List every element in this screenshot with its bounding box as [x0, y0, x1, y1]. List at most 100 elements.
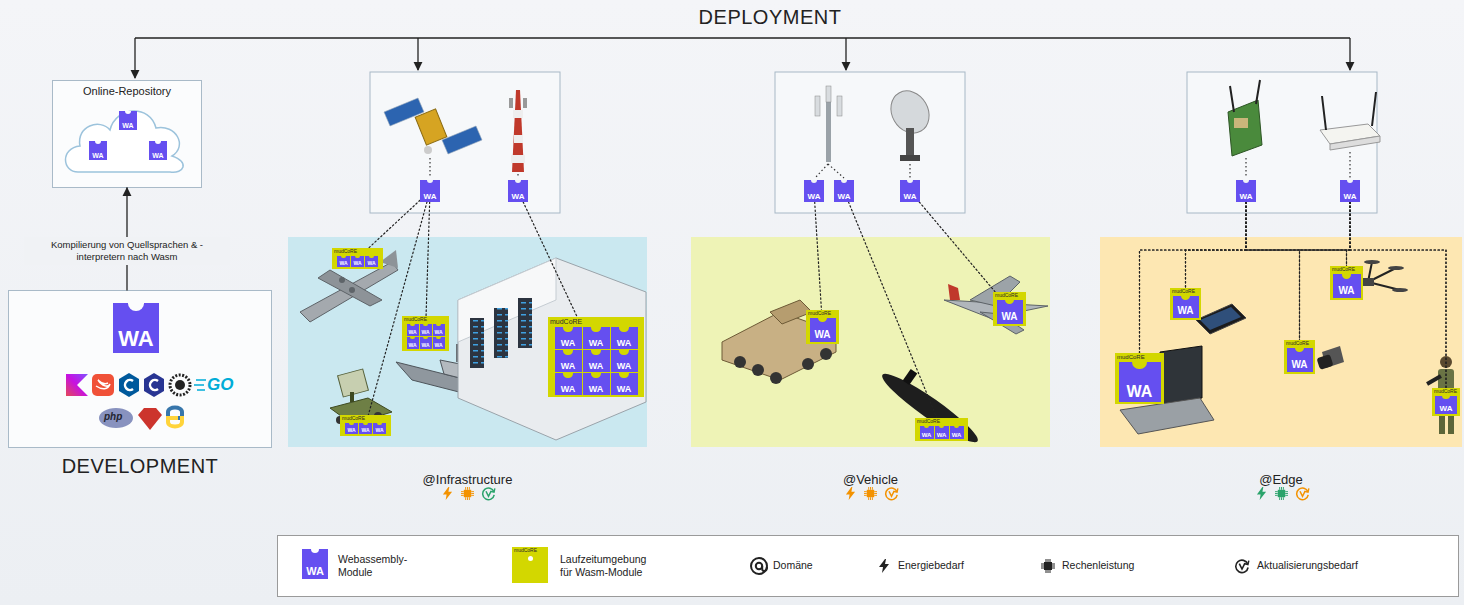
- transport-aircraft-part: [300, 262, 398, 322]
- wasm-module: WA: [365, 256, 378, 267]
- tablet-part: [1196, 304, 1246, 334]
- module-label: WA: [808, 193, 821, 202]
- module-label: WA: [952, 432, 962, 439]
- legend-frame: [278, 536, 1459, 597]
- module-label: WA: [1177, 306, 1193, 317]
- router-board: [1228, 80, 1262, 156]
- module-label: WA: [434, 330, 442, 336]
- radio-tower-part: [511, 155, 525, 163]
- wasm-module: WA: [950, 426, 964, 439]
- antenna-mast-part: [837, 96, 842, 116]
- leader-lines-part: [1245, 158, 1246, 178]
- module-label: WA: [561, 339, 576, 349]
- deployment-bracket-part: [417, 38, 418, 70]
- language-icons: [66, 373, 206, 430]
- runtime-label: mudCoRE: [995, 293, 1024, 299]
- deployment-link: [426, 202, 430, 316]
- domain-demand-icons-part: [443, 487, 452, 500]
- wasm-module: WA: [433, 324, 445, 336]
- wasm-module: WA: [804, 180, 824, 202]
- box-heading: Online-Repository: [53, 81, 201, 97]
- language-icons-part: [175, 380, 185, 390]
- module-label: WA: [92, 152, 103, 160]
- wasm-module: WA: [1435, 396, 1457, 414]
- domain-demand-icons-part: [1257, 487, 1266, 500]
- top-boxes-part: [370, 72, 560, 213]
- runtime-container: mudCoREWA: [806, 310, 839, 344]
- runtime-label: mudCoRE: [1286, 341, 1313, 347]
- module-label: WA: [561, 362, 576, 372]
- deployment-link: [369, 200, 420, 248]
- runtime-label: mudCoRE: [917, 419, 966, 425]
- data-center: [458, 258, 646, 440]
- wasm-module: WA: [420, 337, 432, 349]
- deployment-link: [1140, 202, 1351, 353]
- module-label: WA: [122, 122, 133, 130]
- module-label: WA: [421, 330, 429, 336]
- module-label: WA: [617, 339, 632, 349]
- module-label: WA: [904, 193, 917, 202]
- router-board-part: [1234, 118, 1248, 128]
- smartwatch: [1316, 346, 1344, 370]
- wasm-module: WA: [359, 423, 372, 434]
- runtime-container: mudCoREWA: [993, 292, 1026, 326]
- deployment-bracket-part: [1349, 38, 1350, 70]
- deployment-link: [1186, 202, 1351, 288]
- runtime-label: mudCoRE: [342, 416, 389, 422]
- transport-aircraft-part: [339, 277, 345, 283]
- module-label: WA: [1440, 405, 1453, 414]
- drone-part-part: [1364, 260, 1380, 264]
- wifi-router-part: [1330, 136, 1380, 150]
- drone-part: [1362, 260, 1408, 292]
- wasm-module: WA: [900, 180, 920, 202]
- wasm-module: WA: [920, 426, 934, 439]
- language-icons-part: [92, 374, 114, 396]
- runtime-container: mudCoREWAWAWA: [915, 418, 968, 441]
- legend-frame-part: [762, 566, 767, 571]
- language-logo-text: GO: [207, 376, 233, 393]
- armored-vehicle-part-part: [770, 372, 782, 384]
- wasm-module: WA: [935, 426, 949, 439]
- domain-heading: @Edge: [1100, 472, 1462, 487]
- runtime-container: mudCoREWAWAWAWAWAWAWAWAWA: [548, 317, 644, 397]
- legend-text: Webassembly-Module: [338, 553, 408, 579]
- wasm-module: WA: [1340, 180, 1360, 202]
- wasm-module: WA: [420, 324, 432, 336]
- transport-aircraft-part: [380, 250, 398, 268]
- soldier-part: [1426, 374, 1442, 385]
- wasm-module: WA: [1236, 180, 1256, 202]
- module-label: WA: [367, 261, 375, 267]
- swatch-label: WA: [306, 566, 324, 579]
- module-label: WA: [353, 261, 361, 267]
- runtime-container: mudCoREWA: [1432, 388, 1460, 416]
- legend-text: Aktualisierungsbedarf: [1257, 559, 1397, 572]
- language-icons-part: [168, 416, 182, 427]
- module-label: WA: [1291, 360, 1307, 371]
- module-label: WA: [1344, 193, 1357, 202]
- wasm-module: WA: [1287, 348, 1313, 372]
- wasm-module: WA: [345, 423, 358, 434]
- module-label: WA: [424, 193, 437, 202]
- wasm-module: WA: [373, 423, 386, 434]
- deployment-link: [1350, 202, 1446, 388]
- wasm-module: WA: [407, 337, 419, 349]
- runtime-label: mudCoRE: [1332, 267, 1361, 273]
- language-icons-part: [138, 408, 162, 430]
- radar-vehicle-part: [330, 398, 392, 424]
- drone-part-part: [1392, 288, 1408, 292]
- module-label: WA: [434, 343, 442, 349]
- module-label: WA: [339, 261, 347, 267]
- legend-frame-part: [879, 559, 889, 573]
- drone: [1362, 260, 1408, 292]
- legend-frame-part: [278, 536, 1459, 597]
- domain-demand-icons-part: [886, 488, 898, 500]
- radio-tower-part: [509, 98, 513, 108]
- antenna-mast-part: [826, 86, 831, 102]
- development-box: DEVELOPMENTWA: [8, 290, 272, 448]
- module-label: WA: [589, 339, 604, 349]
- wasm-module: WA: [420, 180, 440, 202]
- wasm-module: WA: [583, 373, 610, 395]
- fighter-jet-part: [948, 284, 960, 300]
- radio-tower-part: [513, 110, 523, 118]
- compile-arrow: [126, 188, 127, 290]
